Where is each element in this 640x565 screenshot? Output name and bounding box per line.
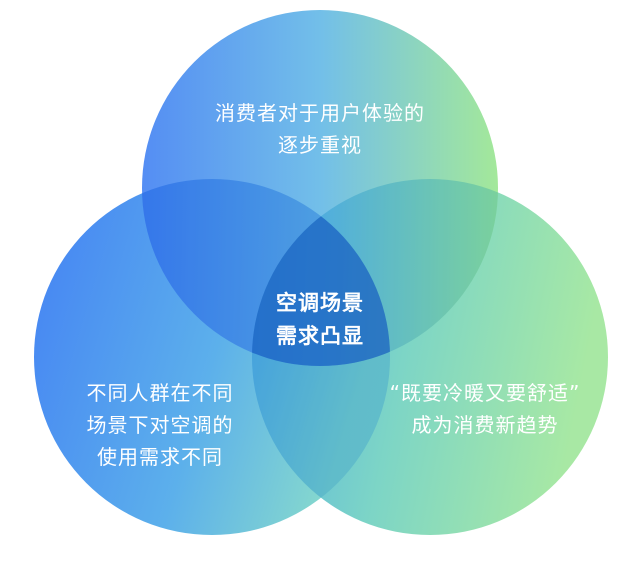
left-circle-label: 不同人群在不同 场景下对空调的 使用需求不同 <box>50 377 270 473</box>
top-circle-line2: 逐步重视 <box>278 133 362 157</box>
right-circle-line2: 成为消费新趋势 <box>411 413 559 437</box>
top-circle-line1: 消费者对于用户体验的 <box>215 101 425 125</box>
top-circle-label: 消费者对于用户体验的 逐步重视 <box>170 97 470 161</box>
left-circle-line3: 使用需求不同 <box>97 445 223 469</box>
right-circle-label: “既要冷暖又要舒适” 成为消费新趋势 <box>365 377 605 441</box>
center-line1: 空调场景 <box>276 291 364 315</box>
center-line2: 需求凸显 <box>276 324 364 348</box>
left-circle-line1: 不同人群在不同 <box>86 381 234 405</box>
overlap-left-right <box>252 179 390 535</box>
top-circle <box>142 10 498 366</box>
right-circle-line1: “既要冷暖又要舒适” <box>389 381 581 405</box>
center-label: 空调场景 需求凸显 <box>240 287 400 353</box>
left-circle-line2: 场景下对空调的 <box>86 413 234 437</box>
overlap-center <box>252 179 390 366</box>
